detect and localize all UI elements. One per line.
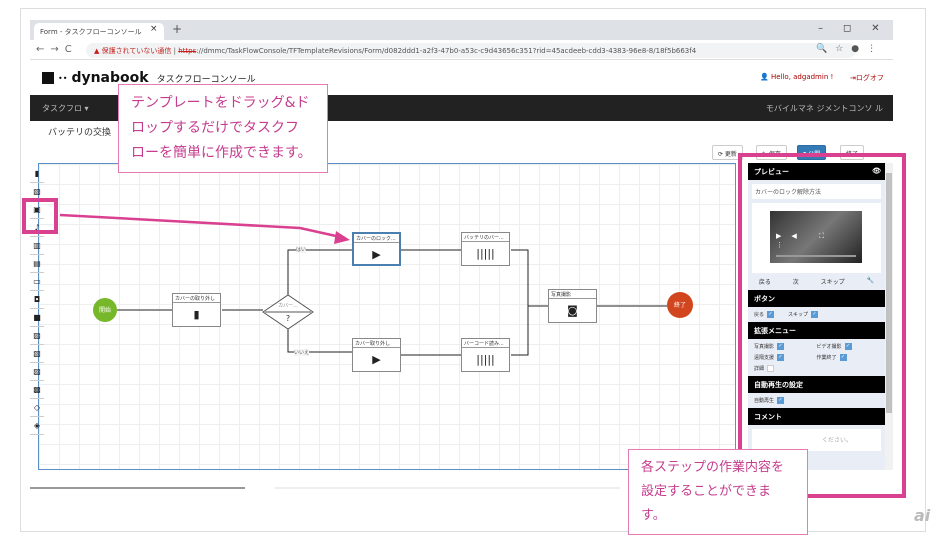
barcode-icon: ||||| — [476, 353, 495, 366]
video-preview[interactable]: ▶◀ ⛶ ⋮ — [752, 203, 881, 273]
ext-checkbox[interactable]: 写真撮影✓ — [754, 343, 785, 350]
wrench-icon[interactable]: 🔧 — [866, 277, 875, 284]
video-player[interactable]: ▶◀ ⛶ ⋮ — [770, 211, 862, 263]
ext-checkbox[interactable]: ビデオ撮影✓ — [816, 343, 852, 350]
start-node — [93, 298, 117, 322]
palette-item-icon[interactable]: ▨ — [30, 363, 44, 381]
security-warning: ▲ 保護されていない通信 — [94, 47, 172, 55]
back-checkbox[interactable]: 戻る✓ — [754, 311, 775, 318]
refresh-button[interactable]: ⟳ 更新 — [712, 145, 743, 160]
palette-item-icon[interactable]: ▮ — [30, 165, 44, 183]
callout-step-settings: 各ステップの作業内容を設定することができます。 — [628, 449, 808, 535]
palette-item-icon[interactable]: ◇ — [30, 399, 44, 417]
ext-checkbox[interactable]: 作業終了✓ — [816, 354, 847, 361]
skip-checkbox[interactable]: スキップ✓ — [788, 311, 819, 318]
video-icon: ▶ — [372, 353, 381, 366]
window-controls[interactable]: –◻✕ — [818, 23, 900, 34]
product-name: タスクフローコンソール — [156, 74, 256, 85]
browser-tab[interactable]: Form - タスクフローコンソール — [34, 23, 164, 40]
comment-input[interactable]: ください。 — [752, 429, 881, 451]
highlight-panel — [738, 153, 906, 498]
palette-item-icon[interactable]: ■ — [30, 309, 44, 327]
palette-item-icon[interactable]: ◘ — [30, 291, 44, 309]
end-label: 終了 — [673, 302, 686, 309]
ext-checkbox[interactable]: 遠隔支援✓ — [754, 354, 785, 361]
palette-item-icon[interactable]: ▥ — [30, 237, 44, 255]
flow-step[interactable]: バーコード読み...||||| — [461, 338, 510, 372]
preview-header: プレビュー👁 — [748, 163, 885, 180]
flow-canvas[interactable] — [38, 163, 736, 470]
url-scheme: https — [178, 47, 197, 55]
back-button[interactable]: 戻る — [758, 279, 771, 286]
nav-mdm-console[interactable]: モバイルマネ ジメントコンソ ル — [765, 104, 883, 113]
new-tab-button[interactable]: + — [172, 22, 183, 36]
page-title: バッテリの交換 — [48, 128, 112, 138]
palette-item-icon[interactable]: ▣ — [30, 201, 44, 219]
skip-button[interactable]: スキップ — [820, 279, 845, 286]
browser-tab-bar — [30, 20, 893, 40]
document-icon: ▮ — [193, 308, 200, 321]
user-greeting[interactable]: 👤 Hello, adgadmin ! — [760, 73, 834, 81]
palette-item-icon[interactable]: ▭ — [30, 273, 44, 291]
flow-step-selected[interactable]: カバーのロック...▶ — [352, 232, 401, 266]
flow-step[interactable]: カバー取り外し▶ — [352, 338, 401, 372]
browser-toolbar-icons[interactable]: 🔍☆●⋮ — [816, 44, 885, 54]
flow-step[interactable]: 写真撮影◙ — [548, 289, 597, 323]
step-palette: ▮▧▣♪▥▤▭◘■▨▧▨▩◇◈ — [30, 165, 46, 435]
autoplay-header: 自動再生の設定 — [748, 376, 885, 393]
flow-step[interactable]: バッテリのバー...||||| — [461, 232, 510, 266]
ext-menu-header: 拡張メニュー — [748, 322, 885, 339]
palette-item-icon[interactable]: ▤ — [30, 255, 44, 273]
callout-arrow — [59, 213, 346, 240]
end-node — [667, 292, 693, 318]
palette-item-icon[interactable]: ◈ — [30, 417, 44, 435]
comment-header: コメント — [748, 408, 885, 425]
palette-item-icon[interactable]: ▨ — [30, 327, 44, 345]
camera-icon: ◙ — [567, 304, 578, 317]
highlight-palette-item — [22, 198, 58, 234]
autoplay-checkbox[interactable]: 自動再生✓ — [754, 397, 785, 404]
palette-item-icon[interactable]: ▧ — [30, 345, 44, 363]
preview-nav: 戻る 次 スキップ 🔧 — [748, 273, 885, 290]
panel-scrollbar[interactable] — [885, 163, 893, 470]
flow-step[interactable]: カバーの取り外し▮ — [172, 293, 221, 327]
buttons-header: ボタン — [748, 290, 885, 307]
palette-item-icon[interactable]: ▩ — [30, 381, 44, 399]
logout-link[interactable]: ⇥ログオフ — [850, 74, 884, 82]
address-bar[interactable]: ▲ 保護されていない通信 | https://dmmc/TaskFlowCons… — [86, 43, 856, 58]
callout-drag-drop: テンプレートをドラッグ&ドロップするだけでタスクフローを簡単に作成できます。 — [118, 84, 328, 173]
watermark-logo: ai — [914, 506, 931, 525]
screenshot-frame — [20, 8, 926, 532]
properties-panel: プレビュー👁 カバーのロック解除方法 ▶◀ ⛶ ⋮ 戻る 次 スキップ 🔧 ボタン 戻… — [748, 163, 885, 470]
tab-close-icon[interactable]: × — [150, 24, 158, 34]
step-title-field[interactable]: カバーのロック解除方法 — [752, 184, 881, 199]
ext-checkbox[interactable]: 詳細 — [754, 365, 817, 372]
video-icon: ▶ — [372, 248, 381, 261]
yes-label: はい — [296, 246, 307, 253]
next-button[interactable]: 次 — [792, 279, 799, 286]
barcode-icon: ||||| — [476, 247, 495, 260]
decision-label: カバー... — [278, 303, 298, 309]
url: ://dmmc/TaskFlowConsole/TFTemplateRevisi… — [196, 47, 697, 55]
nav-taskflow[interactable]: タスクフロ ▾ — [42, 104, 89, 113]
start-label: 開始 — [98, 307, 111, 314]
decision-mark: ? — [285, 314, 291, 323]
eye-icon[interactable]: 👁 — [872, 167, 881, 175]
browser-nav-buttons[interactable]: ←→C — [36, 44, 78, 55]
palette-item-icon[interactable]: ♪ — [30, 219, 44, 237]
no-label: いいえ — [294, 349, 310, 356]
